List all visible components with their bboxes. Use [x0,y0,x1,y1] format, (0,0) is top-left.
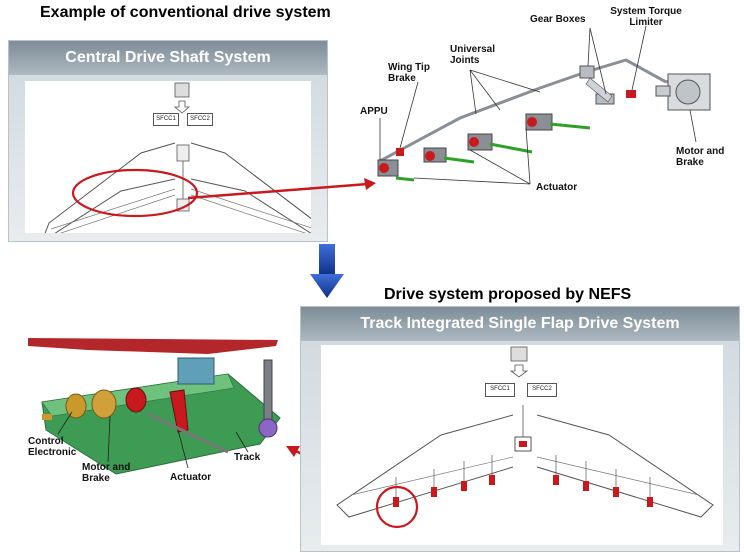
label-motor-and-brake-nefs: Motor and Brake [82,462,131,484]
label-actuator-conventional: Actuator [536,182,578,193]
nefs-flap-drive-illustration [28,338,281,475]
actuator-4 [377,159,415,182]
label-gear-boxes: Gear Boxes [530,14,586,25]
actuator-3 [423,147,475,164]
sfcc2-box-left: SFCC2 [187,113,213,126]
central-drive-slide: SFCC1 SFCC2 [25,81,311,233]
nefs-drive-panel-title: Track Integrated Single Flap Drive Syste… [301,307,739,341]
label-actuator-nefs: Actuator [170,472,212,483]
bottom-section-title: Drive system proposed by NEFS [384,286,632,303]
central-drive-wing-diagram [44,82,311,233]
control-electronic-icon [42,393,87,420]
actuator-2 [467,133,533,154]
nefs-drive-slide: SFCC1 SFCC2 [321,345,723,545]
sfcc1-box-right: SFCC1 [485,383,515,397]
label-system-torque-limiter: System Torque Limiter [610,6,682,28]
label-track: Track [234,452,261,463]
central-drive-panel: Central Drive Shaft System SFCC1 SFCC2 [8,40,328,242]
nefs-drive-panel: Track Integrated Single Flap Drive Syste… [300,306,740,552]
sfcc1-box-left: SFCC1 [153,113,179,126]
label-control-electronic: Control Electronic [28,436,77,458]
nefs-track-icon [177,357,278,438]
conventional-drive-illustration [377,25,711,185]
label-universal-joints: Universal Joints [450,44,496,66]
nefs-wing-diagram [336,346,714,529]
sfcc2-box-right: SFCC2 [527,383,557,397]
label-motor-and-brake-conventional: Motor and Brake [676,146,725,168]
actuator-1 [525,113,591,131]
label-appu: APPU [360,106,388,117]
top-section-title: Example of conventional drive system [40,4,331,21]
motor-and-brake-icon [655,73,711,111]
label-wing-tip-brake: Wing Tip Brake [388,62,430,84]
nefs-actuator-icon [147,389,229,454]
nefs-motor-and-brake-icon [91,387,147,419]
highlight-arrow-top [187,178,376,200]
down-arrow-icon [310,244,344,298]
central-drive-panel-title: Central Drive Shaft System [9,41,327,75]
